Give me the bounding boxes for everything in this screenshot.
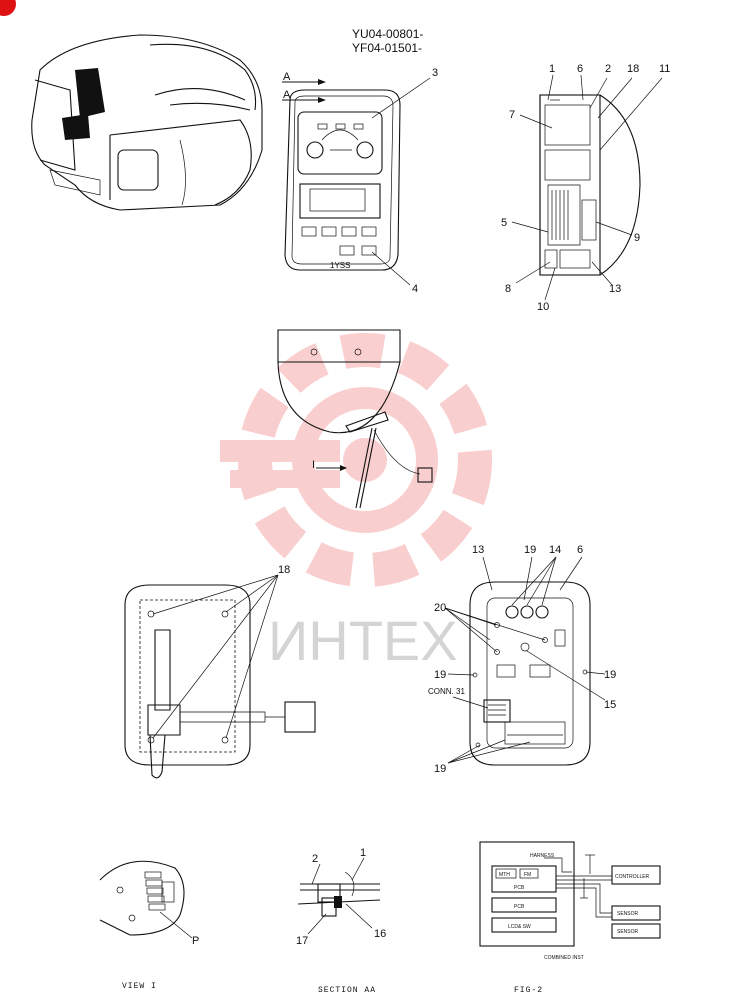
callout-16: 16 xyxy=(374,928,386,940)
callout-8: 8 xyxy=(505,283,511,295)
callout-19-bottom: 19 xyxy=(434,763,446,775)
callout-19-left: 19 xyxy=(434,669,446,681)
section-aa-detail: 2 1 17 16 SECTION AA xyxy=(296,847,386,995)
fig2-pcb-1: PCB xyxy=(514,885,525,891)
rear-cover-view: I xyxy=(277,329,433,509)
fig2-combined-inst: COMBINED INST xyxy=(544,955,584,961)
panel-back-right: 13 19 14 6 20 19 19 15 CONN. 31 19 xyxy=(428,544,616,775)
callout-19-right: 19 xyxy=(604,669,616,681)
watermark-gear-logo xyxy=(220,333,492,587)
callout-2: 2 xyxy=(605,63,611,75)
fig2-caption: FIG-2 xyxy=(514,986,543,995)
fig2-mth: MTH xyxy=(499,872,510,878)
callout-14: 14 xyxy=(549,544,561,556)
view-i-detail: P VIEW I xyxy=(99,860,199,991)
panel-side-section: 1 6 2 18 11 7 5 9 8 13 10 xyxy=(501,63,670,313)
fig2-fm: FM xyxy=(524,872,531,878)
callout-13: 13 xyxy=(609,283,621,295)
callout-18-back: 18 xyxy=(278,564,290,576)
fig2-wiring-diagram: HARNESS MTH FM PCB PCB LCD& SW CONTROLLE… xyxy=(479,841,661,995)
callout-15: 15 xyxy=(604,699,616,711)
callout-20: 20 xyxy=(434,602,446,614)
callout-6: 6 xyxy=(577,63,583,75)
callout-5: 5 xyxy=(501,217,507,229)
panel-back-left: 18 xyxy=(124,564,316,779)
callout-6-back: 6 xyxy=(577,544,583,556)
section-arrow-a-lower: A xyxy=(283,89,291,101)
fig2-harness: HARNESS xyxy=(530,853,555,859)
callout-3: 3 xyxy=(432,67,438,79)
callout-2-aa: 2 xyxy=(312,853,318,865)
callout-19-top: 19 xyxy=(524,544,536,556)
view-arrow-i: I xyxy=(312,459,315,471)
callout-7: 7 xyxy=(509,109,515,121)
watermark-text: ИНТЕХ xyxy=(268,609,458,672)
view-i-caption: VIEW I xyxy=(122,982,157,991)
fig2-lcd-sw: LCD& SW xyxy=(508,924,531,930)
callout-1: 1 xyxy=(549,63,555,75)
callout-17: 17 xyxy=(296,935,308,947)
callout-10: 10 xyxy=(537,301,549,313)
serial-line-1: YU04-00801- xyxy=(352,27,423,41)
monitor-panel-front: 1YSS A A 3 4 xyxy=(282,67,438,295)
callout-9: 9 xyxy=(634,232,640,244)
callout-13-back: 13 xyxy=(472,544,484,556)
callout-18: 18 xyxy=(627,63,639,75)
section-aa-caption: SECTION AA xyxy=(318,986,376,995)
callout-11: 11 xyxy=(659,63,670,75)
operator-cab-illustration xyxy=(31,34,263,211)
callout-p: P xyxy=(192,935,199,947)
fig2-sensor-1: SENSOR xyxy=(617,911,639,917)
callout-1-aa: 1 xyxy=(360,847,366,859)
fig2-sensor-2: SENSOR xyxy=(617,929,639,935)
fig2-controller: CONTROLLER xyxy=(615,874,650,880)
section-arrow-a-upper: A xyxy=(283,71,291,83)
corner-mark xyxy=(0,0,16,16)
serial-line-2: YF04-01501- xyxy=(352,41,422,55)
callout-4: 4 xyxy=(412,283,418,295)
fig2-pcb-2: PCB xyxy=(514,904,525,910)
conn-label: CONN. 31 xyxy=(428,687,465,696)
panel-brand: 1YSS xyxy=(330,261,350,270)
